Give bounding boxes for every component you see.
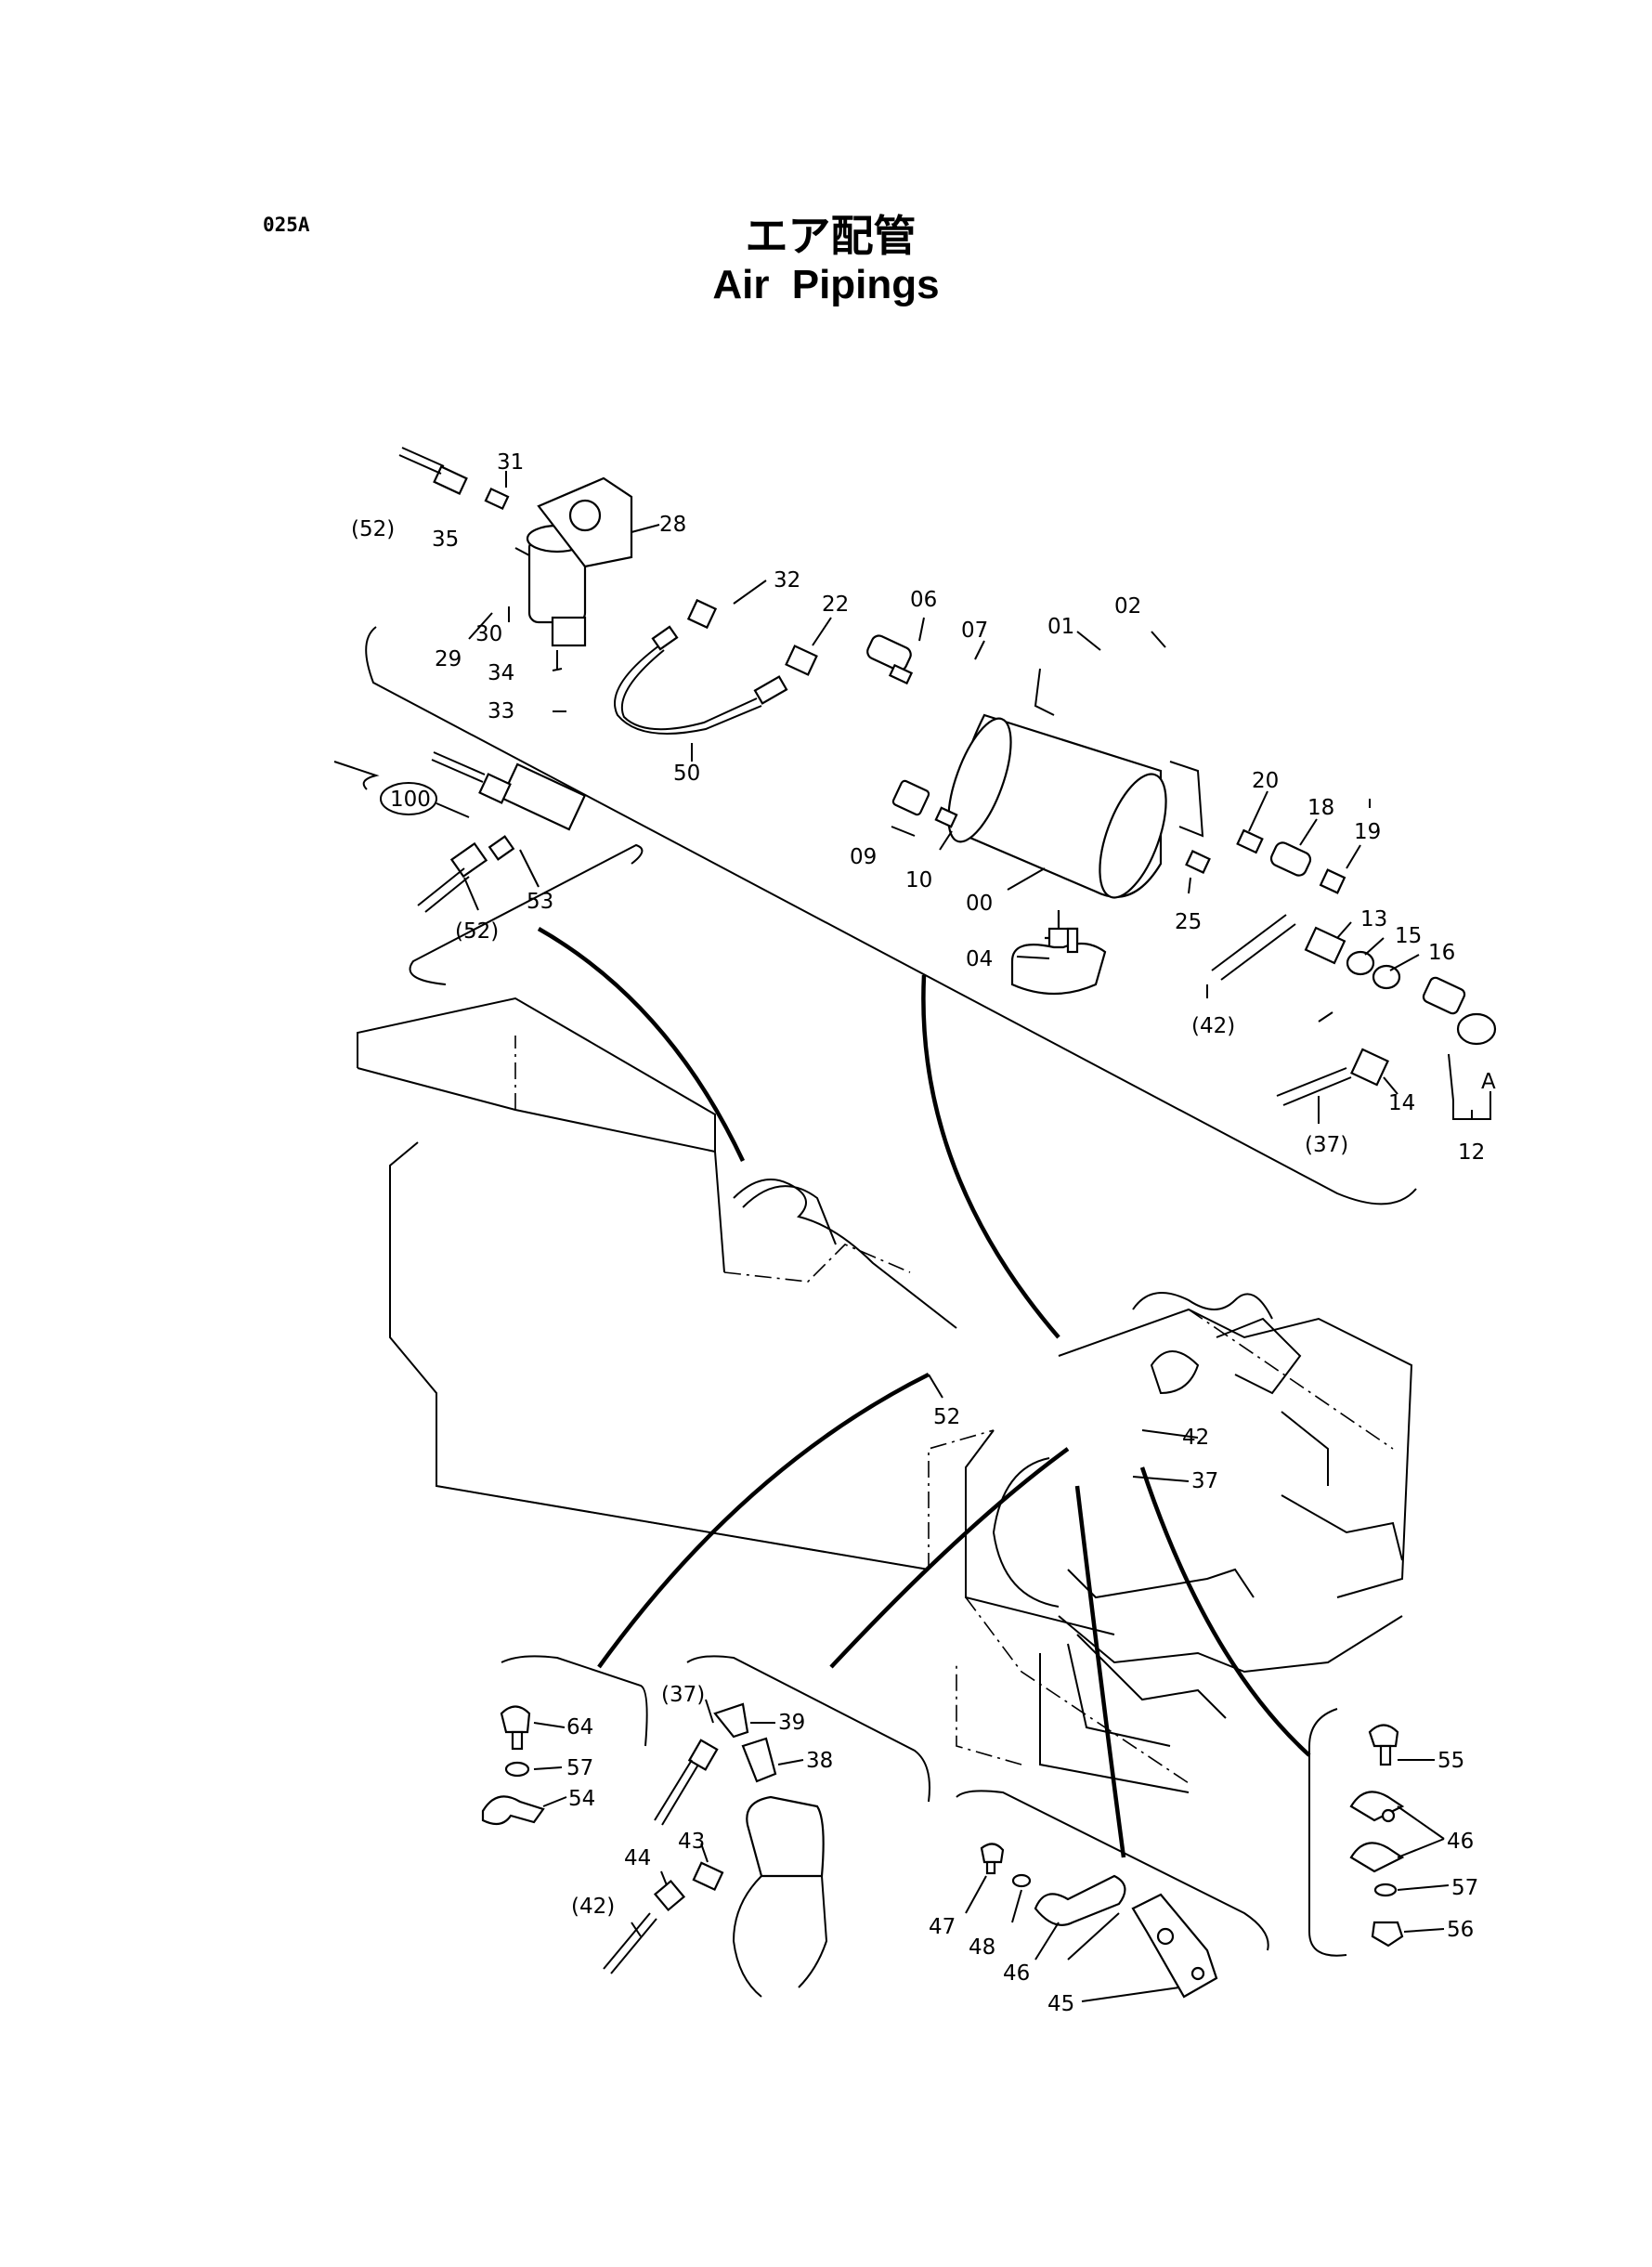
label-10: 10	[905, 868, 932, 892]
label-15: 15	[1395, 924, 1422, 948]
pipe-line-45	[1074, 1485, 1126, 1858]
label-42-lower: (42)	[571, 1895, 615, 1919]
title-english: Air Pipings	[712, 262, 940, 307]
label-19: 19	[1354, 820, 1381, 844]
label-100: 100	[390, 788, 431, 812]
label-28: 28	[659, 513, 686, 537]
label-00: 00	[966, 892, 993, 916]
label-01: 01	[1047, 615, 1074, 639]
bracket-45-set	[980, 1843, 1218, 1999]
label-09: 09	[850, 845, 877, 869]
label-45: 45	[1047, 1992, 1074, 2016]
label-A: A	[1481, 1070, 1496, 1094]
label-14: 14	[1388, 1091, 1415, 1115]
label-37-upper: (37)	[1305, 1133, 1348, 1157]
label-32: 32	[774, 568, 800, 593]
label-37-lower: (37)	[661, 1683, 705, 1707]
label-52-upper: (52)	[351, 517, 395, 541]
clamp-46-set	[1349, 1724, 1405, 1948]
label-46-left: 46	[1003, 1961, 1030, 1986]
label-30: 30	[475, 622, 502, 646]
label-55: 55	[1437, 1749, 1464, 1773]
label-34: 34	[488, 661, 514, 685]
label-44: 44	[624, 1846, 651, 1870]
left-sub-panel-outline	[333, 761, 644, 985]
label-33: 33	[488, 699, 514, 723]
label-25: 25	[1175, 910, 1202, 934]
part-labels: (52) 31 28 35 29 30 32 34 33 50 22 06 07…	[351, 450, 1496, 2016]
title-japanese: エア配管	[745, 211, 917, 261]
label-07: 07	[961, 619, 988, 643]
pipe-line-38	[829, 1447, 1070, 1669]
label-50: 50	[673, 762, 700, 786]
label-42-engine: 42	[1182, 1426, 1209, 1450]
elbow-fitting-set	[603, 1702, 828, 1998]
hose-50	[614, 625, 788, 735]
label-42-upper: (42)	[1191, 1014, 1235, 1038]
label-04: 04	[966, 947, 993, 971]
page-code: 025A	[263, 214, 310, 236]
pipe-line-42	[921, 974, 1060, 1339]
lower-mid-panel	[686, 1655, 930, 1803]
air-dryer-assembly	[526, 476, 633, 669]
label-20: 20	[1252, 769, 1279, 793]
label-39: 39	[778, 1711, 805, 1735]
label-46-right: 46	[1447, 1830, 1474, 1854]
pipe-line-55	[1139, 1466, 1311, 1757]
label-13: 13	[1360, 907, 1387, 932]
leader-lines	[436, 471, 1491, 2002]
label-16: 16	[1428, 941, 1455, 965]
label-38: 38	[806, 1749, 833, 1773]
label-57-left: 57	[566, 1756, 593, 1780]
hose-bundle	[733, 1179, 957, 1329]
machine-body	[357, 997, 1413, 1793]
label-56: 56	[1447, 1918, 1474, 1942]
label-35: 35	[432, 528, 459, 552]
label-37-engine: 37	[1191, 1469, 1218, 1493]
label-43: 43	[678, 1830, 705, 1854]
label-06: 06	[910, 588, 937, 612]
label-100-circle	[380, 782, 437, 815]
air-tank	[947, 668, 1204, 996]
label-02: 02	[1114, 594, 1141, 619]
pipe-line-37	[597, 1372, 930, 1669]
label-22: 22	[822, 593, 849, 617]
label-29: 29	[435, 647, 462, 671]
label-54: 54	[568, 1787, 595, 1811]
label-48: 48	[969, 1935, 995, 1960]
label-31: 31	[497, 450, 524, 475]
upper-panel-outline	[365, 626, 1417, 1205]
label-57-right: 57	[1451, 1876, 1478, 1900]
lower-bracket-panel	[956, 1790, 1269, 1951]
label-18: 18	[1307, 796, 1334, 820]
lower-right-panel	[1308, 1708, 1347, 1957]
label-52-engine: 52	[933, 1405, 960, 1429]
label-52-left: (52)	[455, 919, 499, 944]
label-12: 12	[1458, 1140, 1485, 1165]
valve-block-100	[417, 751, 587, 913]
pipe-line-52	[537, 927, 746, 1162]
clamp-54-set	[481, 1705, 545, 1826]
label-53: 53	[527, 890, 553, 914]
upper-fittings	[398, 447, 1497, 1106]
lower-left-panel	[501, 1655, 648, 1747]
label-64: 64	[566, 1715, 593, 1739]
label-47: 47	[929, 1915, 956, 1939]
